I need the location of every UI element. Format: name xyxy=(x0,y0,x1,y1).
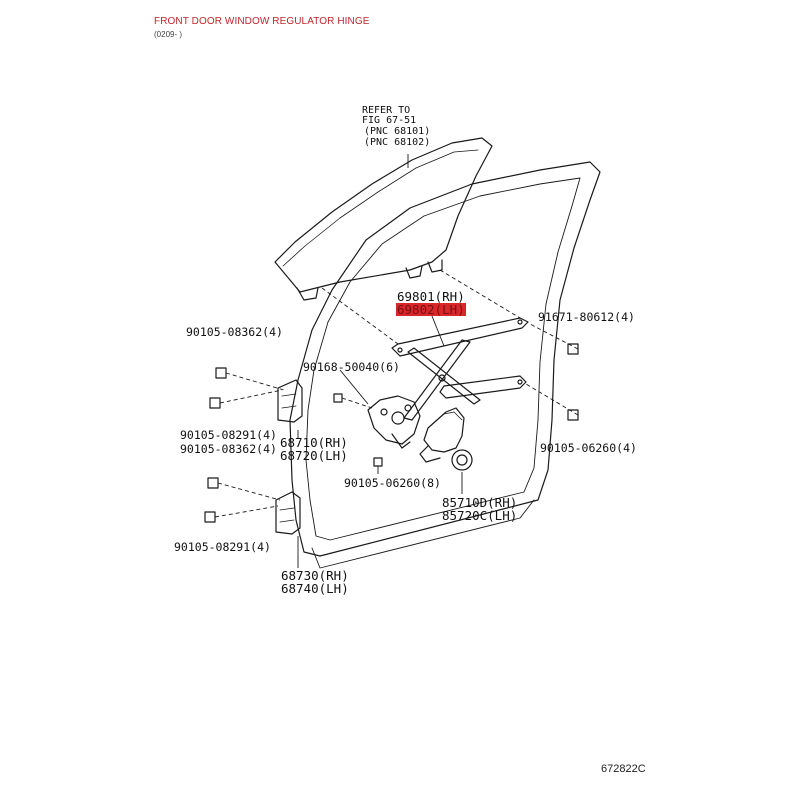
diagram-title: FRONT DOOR WINDOW REGULATOR HINGE xyxy=(154,16,370,27)
label-90105-08291-b[interactable]: 90105-08291(4) xyxy=(174,540,271,554)
label-90168-50040[interactable]: 90168-50040(6) xyxy=(303,360,400,374)
label-68720[interactable]: 68720(LH) xyxy=(280,448,348,463)
label-68730[interactable]: 68730(RH) xyxy=(281,568,349,583)
refer-line-3: (PNC 68101) xyxy=(364,126,431,137)
diagram-subtitle: (0209- ) xyxy=(154,30,183,39)
regulator-arm-b xyxy=(404,340,470,420)
door-frame-outer xyxy=(290,162,600,556)
door-frame-inner xyxy=(306,178,580,540)
dashed-leaders xyxy=(215,270,578,517)
regulator-lower-rail xyxy=(440,376,526,398)
label-85710d[interactable]: 85710D(RH) xyxy=(442,495,518,510)
label-90105-08362-b[interactable]: 90105-08362(4) xyxy=(180,442,277,456)
bolts xyxy=(205,344,578,522)
label-90105-06260-a[interactable]: 90105-06260(4) xyxy=(540,441,637,455)
refer-line-1: REFER TO xyxy=(362,105,411,116)
figure-code: 672822C xyxy=(601,763,646,775)
window-motor-gear xyxy=(452,450,472,470)
regulator-upper-rail xyxy=(392,318,528,356)
refer-line-2: FIG 67-51 xyxy=(362,115,417,126)
door-panel-lower xyxy=(312,500,534,568)
label-90105-08291-a[interactable]: 90105-08291(4) xyxy=(180,428,277,442)
glass-bracket-left xyxy=(297,288,318,300)
label-90105-06260-b[interactable]: 90105-06260(8) xyxy=(344,476,441,490)
label-85720c[interactable]: 85720C(LH) xyxy=(442,508,518,523)
window-glass xyxy=(275,138,492,292)
regulator-gear-plate xyxy=(368,396,420,444)
label-69801[interactable]: 69801(RH) xyxy=(397,289,465,304)
lower-hinge xyxy=(276,492,300,534)
window-glass-inner xyxy=(283,150,478,266)
glass-bracket-mid xyxy=(406,266,422,278)
regulator-pivot xyxy=(439,375,445,381)
refer-line-4: (PNC 68102) xyxy=(364,137,431,148)
label-68740[interactable]: 68740(LH) xyxy=(281,581,349,596)
upper-hinge xyxy=(278,380,302,422)
window-motor-body xyxy=(424,408,464,452)
label-90105-08362-a[interactable]: 90105-08362(4) xyxy=(186,325,283,339)
glass-bracket-right xyxy=(428,260,442,272)
label-69802-highlighted[interactable]: 69802(LH) xyxy=(396,302,466,317)
label-91671-80612[interactable]: 91671-80612(4) xyxy=(538,310,635,324)
regulator-arm-a xyxy=(408,348,480,404)
solid-leaders xyxy=(298,154,462,568)
label-68710[interactable]: 68710(RH) xyxy=(280,435,348,450)
